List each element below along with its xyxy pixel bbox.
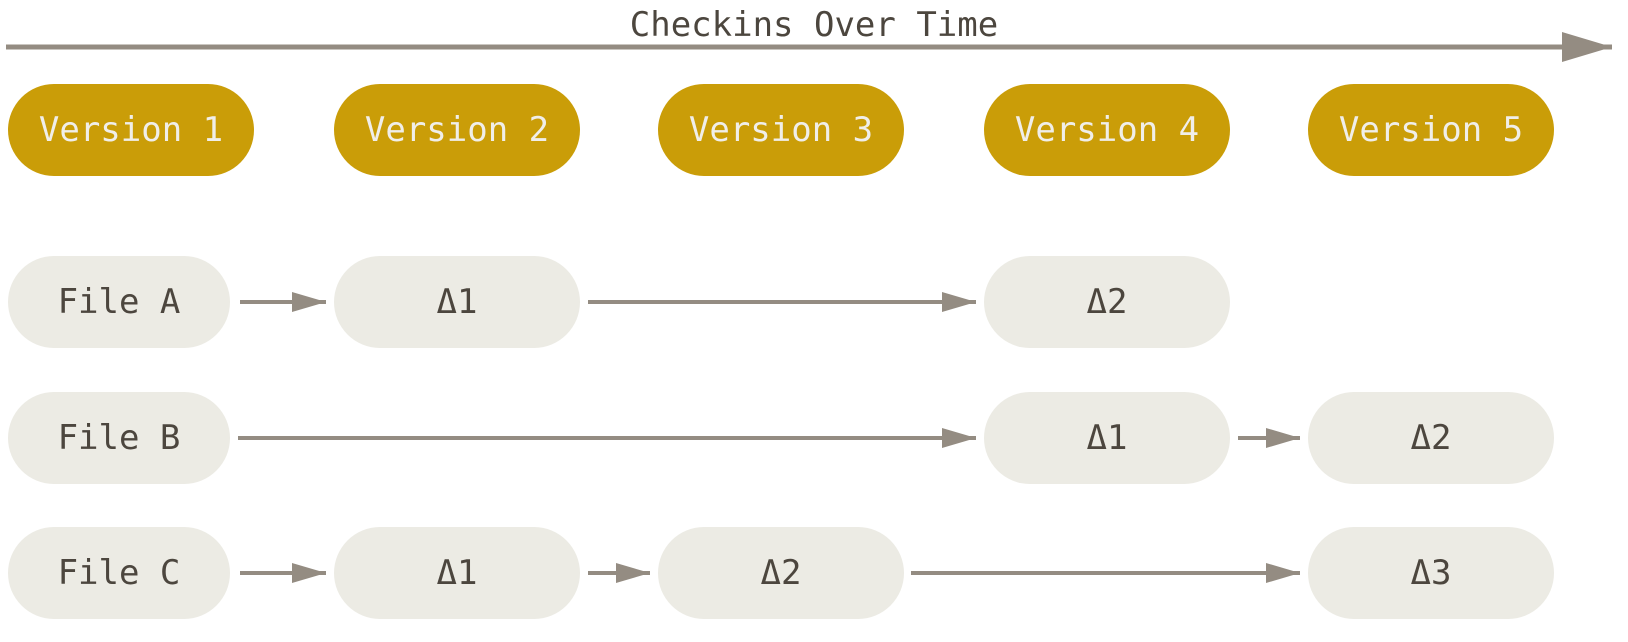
version-pill-1: Version 1 <box>8 84 254 176</box>
file-b-delta1-pill: Δ1 <box>984 392 1230 484</box>
version-pill-4: Version 4 <box>984 84 1230 176</box>
file-b-delta2-pill: Δ2 <box>1308 392 1554 484</box>
file-a-delta2-pill: Δ2 <box>984 256 1230 348</box>
version-pill-3: Version 3 <box>658 84 904 176</box>
file-a-delta1-pill: Δ1 <box>334 256 580 348</box>
version-pill-5: Version 5 <box>1308 84 1554 176</box>
diagram-title: Checkins Over Time <box>629 5 999 45</box>
file-a-pill: File A <box>8 256 230 348</box>
file-c-delta2-pill: Δ2 <box>658 527 904 619</box>
file-b-pill: File B <box>8 392 230 484</box>
file-c-delta1-pill: Δ1 <box>334 527 580 619</box>
file-c-delta3-pill: Δ3 <box>1308 527 1554 619</box>
file-c-pill: File C <box>8 527 230 619</box>
version-pill-2: Version 2 <box>334 84 580 176</box>
